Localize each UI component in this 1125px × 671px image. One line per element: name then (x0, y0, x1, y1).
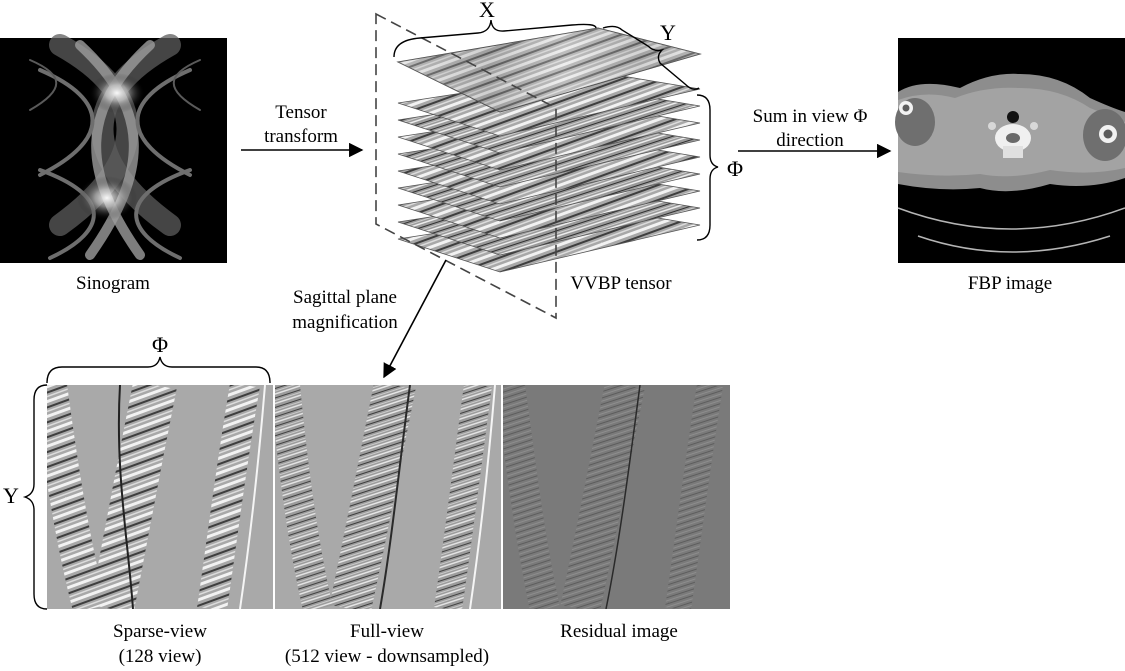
fbp-image-label: FBP image (968, 273, 1052, 294)
sum-label-line2: direction (776, 130, 844, 151)
sagittal-label-line1: Sagittal plane (293, 287, 397, 308)
axis-phi-bottom-label: Φ (152, 332, 168, 357)
full-view-caption: Full-view (512 view - downsampled) (285, 621, 489, 667)
tensor-transform-arrow: Tensor transform (241, 102, 364, 158)
axis-phi-right-label: Φ (727, 156, 743, 181)
sparse-view-label-line1: Sparse-view (113, 621, 207, 642)
fbp-image (895, 38, 1125, 263)
full-view-image (275, 385, 501, 609)
sagittal-plane-outline (375, 12, 557, 320)
axis-x-brace: X (393, 0, 597, 58)
residual-image-label: Residual image (560, 621, 678, 642)
axis-x-label: X (479, 0, 495, 22)
sinogram-image (0, 34, 227, 263)
sparse-view-caption: Sparse-view (128 view) (113, 621, 207, 667)
vvbp-tensor-stack (375, 12, 702, 320)
residual-caption: Residual image (560, 621, 678, 642)
sinogram-label: Sinogram (76, 273, 150, 294)
axis-phi-bottom-brace: Φ (46, 332, 271, 384)
axis-phi-right-brace: Φ (696, 94, 743, 241)
sum-label-line1: Sum in view Φ (753, 106, 868, 127)
axis-y-top-brace: Y (602, 20, 700, 91)
fbp-caption: FBP image (968, 273, 1052, 294)
sparse-view-label-line2: (128 view) (119, 646, 202, 667)
sagittal-label-line2: magnification (292, 312, 398, 333)
vvbp-tensor-label: VVBP tensor (570, 273, 672, 294)
sum-view-arrow: Sum in view Φ direction (738, 106, 892, 159)
residual-image (503, 385, 730, 609)
axis-y-left-label: Y (3, 483, 19, 508)
tensor-transform-label-line2: transform (264, 126, 338, 147)
axis-y-left-brace: Y (3, 384, 48, 610)
tensor-slice-top (396, 27, 702, 113)
tensor-transform-label-line1: Tensor (275, 102, 327, 123)
sagittal-magnification-arrow: Sagittal plane magnification (292, 259, 447, 379)
axis-y-top-label: Y (660, 20, 676, 45)
vvbp-tensor-caption: VVBP tensor (570, 273, 672, 294)
full-view-label-line2: (512 view - downsampled) (285, 646, 489, 667)
sinogram-caption: Sinogram (76, 273, 150, 294)
full-view-label-line1: Full-view (350, 621, 424, 642)
sparse-view-image (47, 385, 273, 609)
